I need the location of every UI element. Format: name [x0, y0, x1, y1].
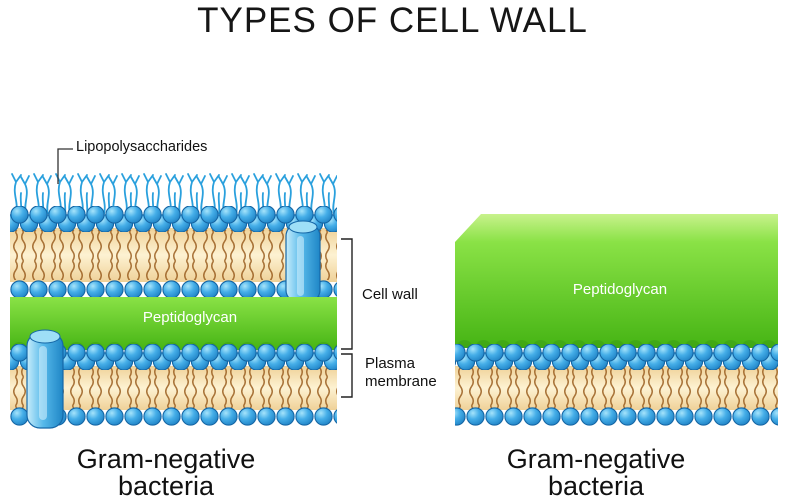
caption-left: Gram-negative bacteria [38, 446, 294, 500]
plasma-membrane-label-line2: membrane [365, 373, 437, 390]
caption-left-line1: Gram-negative [76, 444, 256, 474]
caption-right-line1: Gram-negative [506, 444, 686, 474]
plasma-membrane-right [455, 344, 778, 426]
plasma-membrane-label: Plasma membrane [365, 355, 437, 391]
plasma-membrane-left [10, 344, 337, 426]
peptidoglycan-label-right: Peptidoglycan [572, 281, 668, 298]
cell-wall-bracket [341, 238, 353, 350]
lps-hairs [10, 160, 337, 214]
diagram-title: TYPES OF CELL WALL [197, 1, 588, 40]
caption-right: Gram-negative bacteria [468, 446, 724, 500]
peptidoglycan-layer-left [10, 297, 337, 350]
outer-membrane-left [10, 206, 337, 299]
porin-protein-outer-membrane [285, 220, 321, 303]
lps-pointer-line [57, 148, 73, 184]
transport-protein-plasma-membrane [26, 329, 64, 429]
lps-label: Lipopolysaccharides [76, 139, 208, 155]
caption-left-line2: bacteria [117, 471, 215, 500]
plasma-membrane-label-line1: Plasma [365, 355, 416, 372]
plasma-membrane-bracket [341, 353, 353, 398]
peptidoglycan-label-left: Peptidoglycan [142, 309, 238, 326]
caption-right-line2: bacteria [547, 471, 645, 500]
cell-wall-label: Cell wall [362, 286, 418, 303]
